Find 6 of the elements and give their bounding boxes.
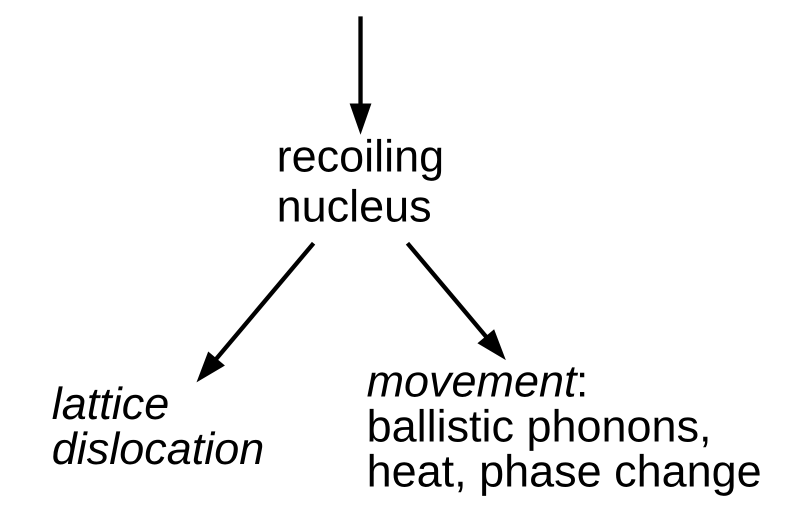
arrow <box>405 242 506 360</box>
node-text: movement: ballistic phonons, heat, phase change <box>366 355 762 496</box>
node-text: lattice dislocation <box>51 378 264 474</box>
arrow <box>196 242 315 382</box>
arrow <box>349 16 371 135</box>
node-text: recoiling nucleus <box>276 130 444 232</box>
